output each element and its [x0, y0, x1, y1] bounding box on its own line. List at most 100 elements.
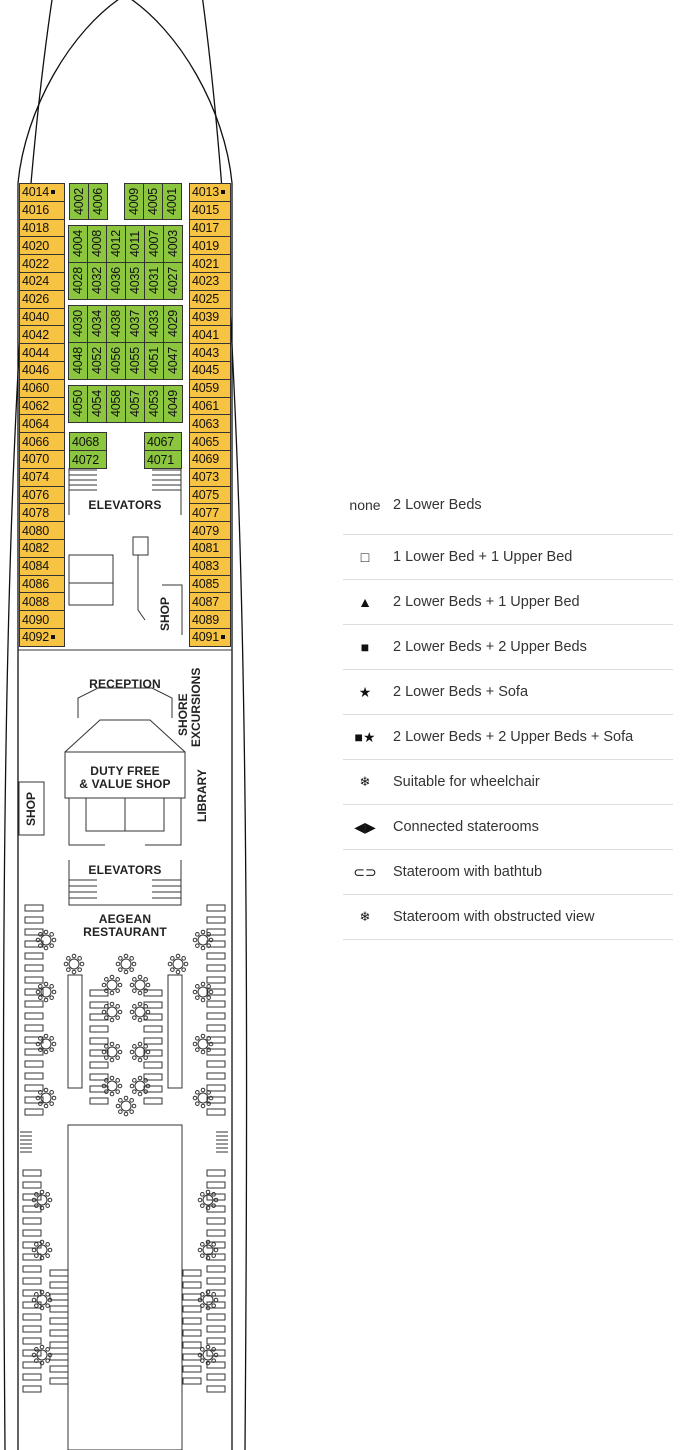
cabin-4030[interactable]: 4030: [68, 305, 88, 343]
cabin-4087[interactable]: 4087: [189, 592, 231, 612]
cabin-4002[interactable]: 4002: [69, 183, 89, 220]
cabin-4047[interactable]: 4047: [163, 342, 183, 380]
cabin-4075[interactable]: 4075: [189, 485, 231, 505]
cabin-4008[interactable]: 4008: [87, 225, 107, 263]
cabin-4018[interactable]: 4018: [19, 218, 65, 238]
cabin-4072[interactable]: 4072: [69, 450, 107, 469]
cabin-4004[interactable]: 4004: [68, 225, 88, 263]
cabin-4052[interactable]: 4052: [87, 342, 107, 380]
cabin-4026[interactable]: 4026: [19, 289, 65, 309]
cabin-4070[interactable]: 4070: [19, 450, 65, 469]
cabin-4079[interactable]: 4079: [189, 521, 231, 540]
cabin-4058[interactable]: 4058: [106, 385, 126, 423]
cabin-4007[interactable]: 4007: [144, 225, 164, 263]
cabin-4037[interactable]: 4037: [125, 305, 145, 343]
cabin-4036[interactable]: 4036: [106, 262, 126, 300]
cabin-4062[interactable]: 4062: [19, 396, 65, 416]
cabin-4042[interactable]: 4042: [19, 325, 65, 345]
cabin-4065[interactable]: 4065: [189, 432, 231, 451]
cabin-4086[interactable]: 4086: [19, 574, 65, 594]
cabin-4020[interactable]: 4020: [19, 236, 65, 256]
cabin-4025[interactable]: 4025: [189, 289, 231, 309]
cabin-4044[interactable]: 4044: [19, 343, 65, 362]
cabin-4057[interactable]: 4057: [125, 385, 145, 423]
cabin-4077[interactable]: 4077: [189, 503, 231, 523]
cabin-4039[interactable]: 4039: [189, 307, 231, 327]
cabin-4061[interactable]: 4061: [189, 396, 231, 416]
cabin-4089[interactable]: 4089: [189, 610, 231, 629]
cabin-4023[interactable]: 4023: [189, 272, 231, 291]
cabin-number: 4072: [72, 452, 100, 467]
cabin-4084[interactable]: 4084: [19, 556, 65, 576]
cabin-4080[interactable]: 4080: [19, 521, 65, 540]
cabin-number: 4046: [22, 363, 50, 378]
cabin-4083[interactable]: 4083: [189, 556, 231, 576]
cabin-4053[interactable]: 4053: [144, 385, 164, 423]
cabin-4069[interactable]: 4069: [189, 450, 231, 469]
cabin-4055[interactable]: 4055: [125, 342, 145, 380]
cabin-4056[interactable]: 4056: [106, 342, 126, 380]
cabin-4063[interactable]: 4063: [189, 414, 231, 434]
cabin-4013[interactable]: 4013: [189, 183, 231, 202]
cabin-4006[interactable]: 4006: [88, 183, 108, 220]
cabin-4049[interactable]: 4049: [163, 385, 183, 423]
cabin-4043[interactable]: 4043: [189, 343, 231, 362]
cabin-4032[interactable]: 4032: [87, 262, 107, 300]
cabin-4017[interactable]: 4017: [189, 218, 231, 238]
cabin-4066[interactable]: 4066: [19, 432, 65, 451]
cabin-4088[interactable]: 4088: [19, 592, 65, 612]
cabin-4078[interactable]: 4078: [19, 503, 65, 523]
cabin-4050[interactable]: 4050: [68, 385, 88, 423]
cabin-4073[interactable]: 4073: [189, 467, 231, 487]
cabin-4012[interactable]: 4012: [106, 225, 126, 263]
cabin-4081[interactable]: 4081: [189, 539, 231, 558]
cabin-4040[interactable]: 4040: [19, 307, 65, 327]
cabin-4041[interactable]: 4041: [189, 325, 231, 345]
cabin-4028[interactable]: 4028: [68, 262, 88, 300]
cabin-4035[interactable]: 4035: [125, 262, 145, 300]
cabin-4067[interactable]: 4067: [144, 432, 182, 451]
cabin-4091[interactable]: 4091: [189, 628, 231, 647]
cabin-number: 4042: [22, 327, 50, 342]
shore-label: SHORE: [176, 693, 190, 736]
cabin-4016[interactable]: 4016: [19, 200, 65, 220]
cabin-4092[interactable]: 4092: [19, 628, 65, 647]
cabin-4048[interactable]: 4048: [68, 342, 88, 380]
cabin-4011[interactable]: 4011: [125, 225, 145, 263]
cabin-4064[interactable]: 4064: [19, 414, 65, 434]
cabin-4027[interactable]: 4027: [163, 262, 183, 300]
cabin-4082[interactable]: 4082: [19, 539, 65, 558]
cabin-4022[interactable]: 4022: [19, 254, 65, 273]
legend-row: ■2 Lower Beds + 2 Upper Beds: [343, 625, 673, 670]
cabin-4045[interactable]: 4045: [189, 361, 231, 380]
cabin-number: 4090: [22, 612, 50, 627]
cabin-4054[interactable]: 4054: [87, 385, 107, 423]
cabin-4060[interactable]: 4060: [19, 378, 65, 398]
cabin-4003[interactable]: 4003: [163, 225, 183, 263]
cabin-4005[interactable]: 4005: [143, 183, 163, 220]
cabin-4074[interactable]: 4074: [19, 467, 65, 487]
cabin-4024[interactable]: 4024: [19, 272, 65, 291]
cabin-4051[interactable]: 4051: [144, 342, 164, 380]
cabin-4021[interactable]: 4021: [189, 254, 231, 273]
cabin-4034[interactable]: 4034: [87, 305, 107, 343]
cabin-4033[interactable]: 4033: [144, 305, 164, 343]
cabin-number: 4022: [22, 256, 50, 271]
cabin-4019[interactable]: 4019: [189, 236, 231, 256]
cabin-4001[interactable]: 4001: [162, 183, 182, 220]
cabin-number: 4047: [166, 347, 180, 375]
cabin-number: 4043: [192, 345, 220, 360]
cabin-4029[interactable]: 4029: [163, 305, 183, 343]
cabin-4046[interactable]: 4046: [19, 361, 65, 380]
cabin-4038[interactable]: 4038: [106, 305, 126, 343]
cabin-4014[interactable]: 4014: [19, 183, 65, 202]
cabin-4015[interactable]: 4015: [189, 200, 231, 220]
cabin-4068[interactable]: 4068: [69, 432, 107, 451]
cabin-4085[interactable]: 4085: [189, 574, 231, 594]
cabin-4059[interactable]: 4059: [189, 378, 231, 398]
cabin-4071[interactable]: 4071: [144, 450, 182, 469]
cabin-4090[interactable]: 4090: [19, 610, 65, 629]
cabin-4031[interactable]: 4031: [144, 262, 164, 300]
cabin-4076[interactable]: 4076: [19, 485, 65, 505]
cabin-4009[interactable]: 4009: [124, 183, 144, 220]
